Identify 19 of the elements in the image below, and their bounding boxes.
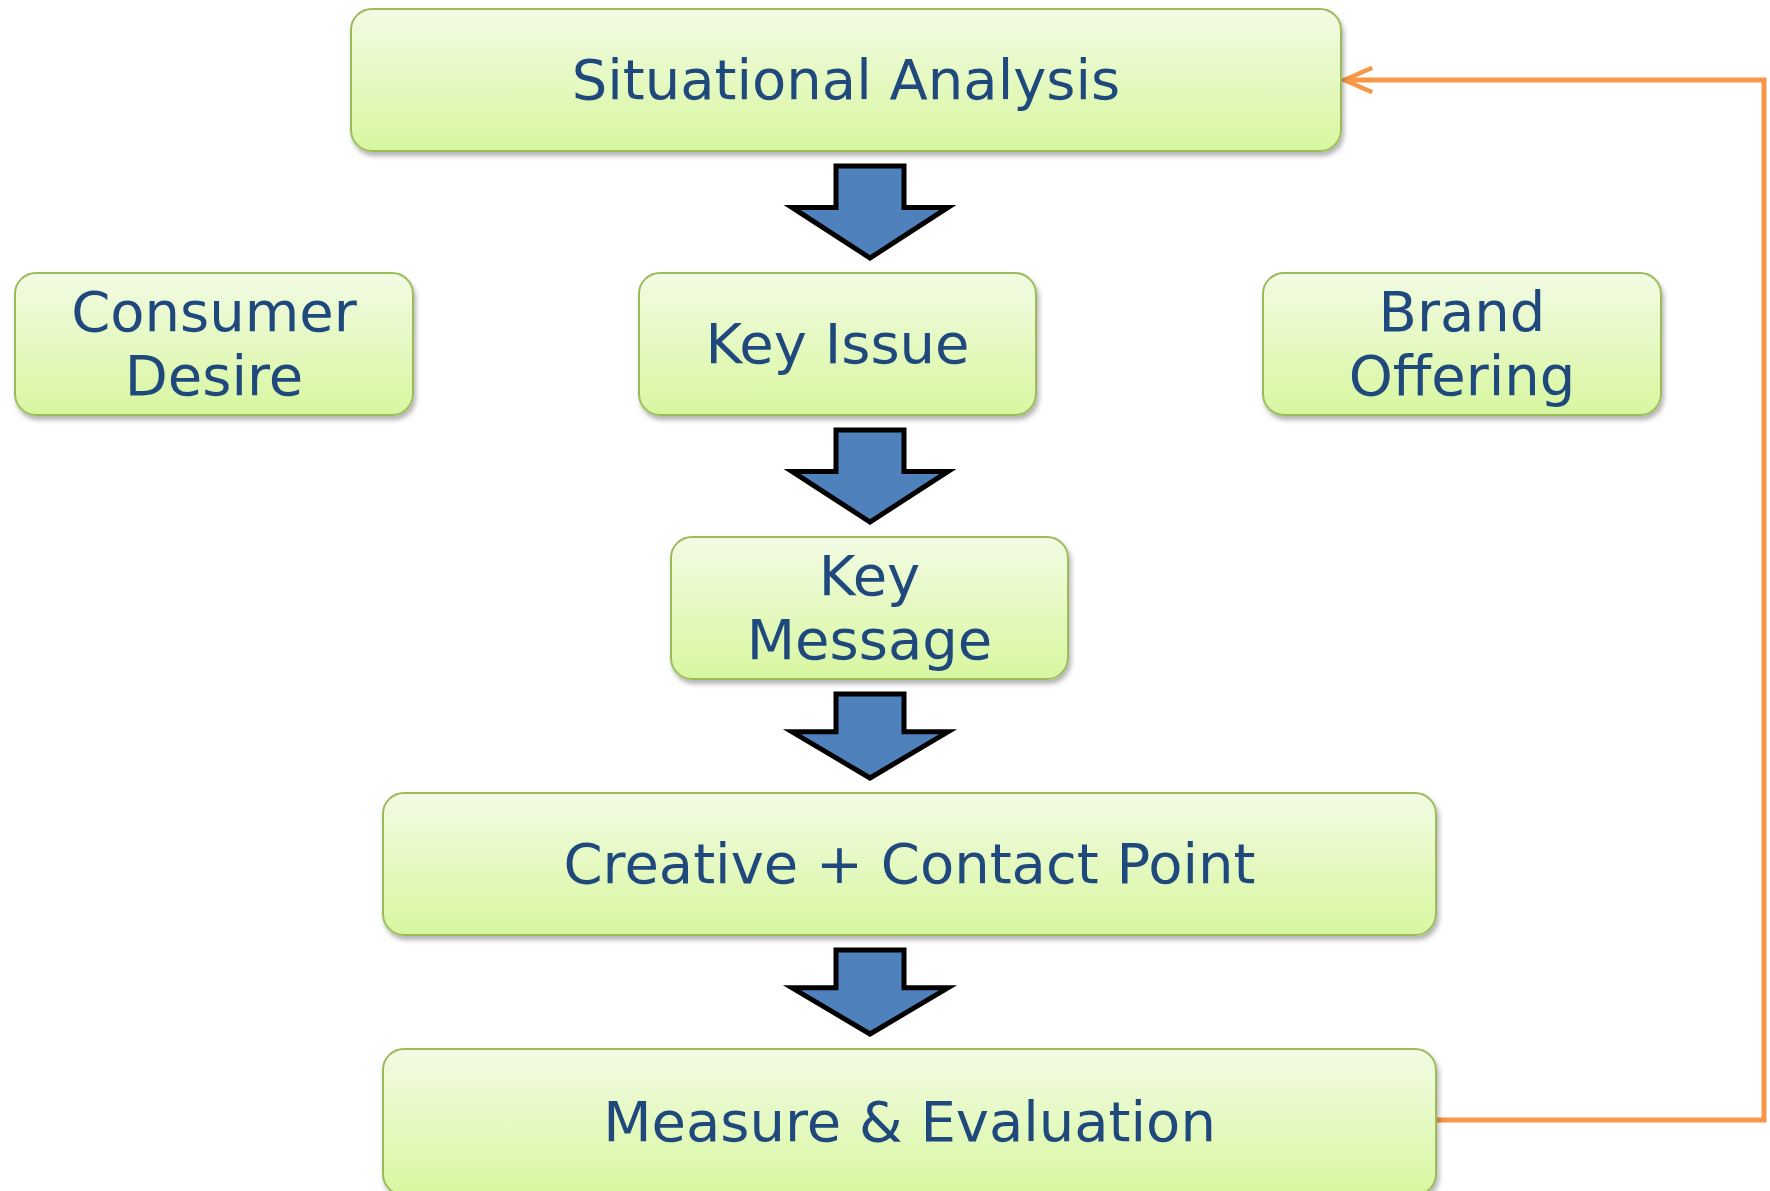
process-box bbox=[1262, 272, 1662, 416]
box-label: Key Issue bbox=[705, 311, 970, 377]
block-arrow bbox=[783, 163, 957, 261]
block-arrow bbox=[782, 691, 958, 781]
process-box bbox=[382, 1048, 1437, 1191]
process-box bbox=[350, 8, 1342, 152]
feedback-arrow bbox=[1342, 65, 1767, 1123]
process-box bbox=[382, 792, 1437, 936]
process-box bbox=[638, 272, 1037, 416]
process-box bbox=[670, 536, 1069, 680]
box-label: Situational Analysis bbox=[571, 47, 1121, 113]
process-box bbox=[14, 272, 414, 416]
box-label: Key Message bbox=[745, 543, 994, 673]
box-label: Creative + Contact Point bbox=[563, 831, 1256, 897]
box-label: Brand Offering bbox=[1347, 279, 1577, 409]
block-arrow bbox=[782, 947, 958, 1037]
block-arrow bbox=[783, 427, 957, 525]
box-label: Measure & Evaluation bbox=[603, 1089, 1216, 1155]
box-label: Consumer Desire bbox=[70, 279, 358, 409]
